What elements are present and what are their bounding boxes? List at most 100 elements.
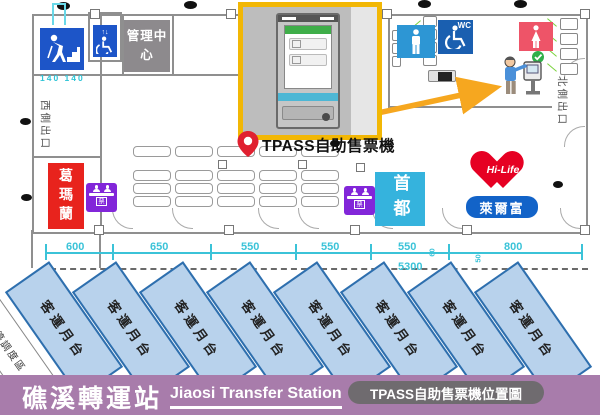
bench (133, 183, 171, 194)
location-pin-icon (237, 131, 259, 157)
urinal-fixture (392, 56, 401, 67)
stairs-icon (47, 34, 80, 62)
wall (31, 230, 33, 268)
hilife-zh-label: 萊爾富 (479, 200, 525, 216)
wall (172, 14, 174, 74)
kamalan-label: 葛瑪蘭 (58, 167, 74, 225)
kiosk-option-2 (289, 54, 327, 66)
bench (217, 196, 255, 207)
elevator-shaft (88, 12, 122, 62)
male-icon (412, 28, 420, 54)
bench (175, 196, 213, 207)
accessible-wc-sign: WC (438, 20, 473, 54)
bench (133, 170, 171, 181)
kiosk-screen (284, 25, 332, 89)
kamalan-bus-counter: 葛瑪蘭 (48, 163, 84, 229)
door-marker (21, 194, 32, 201)
capital-label: 首都 (390, 174, 410, 224)
column-marker (226, 9, 236, 19)
parking-label: 臨停調度區 (0, 318, 28, 375)
column-marker (580, 9, 590, 19)
station-title-zh: 礁溪轉運站 (22, 385, 163, 413)
ticket-counter-icon: 票 (86, 183, 117, 212)
kiosk-teal-band (278, 93, 338, 101)
womens-restroom-sign (519, 22, 553, 51)
bench (217, 170, 255, 181)
toilet-fixture (560, 48, 578, 60)
mens-restroom-sign (397, 25, 435, 58)
dim-label: 550 (398, 241, 417, 253)
ticket-machine-photo (238, 2, 382, 140)
door-marker (184, 1, 197, 9)
bench (301, 170, 339, 181)
toilet-fixture (560, 33, 578, 45)
bench (259, 196, 297, 207)
counter-bar (347, 196, 372, 199)
dim-tick (370, 244, 372, 260)
station-title-en: Jiaosi Transfer Station (170, 385, 342, 409)
kiosk-option-1 (289, 38, 327, 50)
bench (217, 146, 255, 157)
column-marker (298, 160, 307, 169)
bench (259, 183, 297, 194)
kiosk-screen-header (285, 26, 331, 34)
dim-label: 550 (241, 241, 260, 253)
door-marker (553, 181, 563, 188)
person-at-kiosk-icon (504, 51, 544, 95)
dim-label-small: 60 (427, 248, 437, 257)
bench (175, 170, 213, 181)
dim-tick (448, 244, 450, 260)
bench (217, 183, 255, 194)
wall (99, 230, 101, 268)
stairs-sign (40, 28, 84, 70)
bench (133, 196, 171, 207)
kiosk-lights (278, 15, 338, 22)
column-marker (90, 9, 100, 19)
dim-tick (295, 244, 297, 260)
wall (122, 14, 124, 74)
dim-tick (112, 244, 114, 260)
bench (301, 183, 339, 194)
photo-wall-panel (351, 7, 377, 135)
bench (259, 170, 297, 181)
hilife-en-label: Hi-Life (486, 164, 520, 176)
dim-label: 800 (504, 241, 523, 253)
elevator-arrows-icon: ↑↓ (101, 28, 109, 36)
door-marker (57, 2, 70, 10)
dim-label-small: 50 (473, 254, 483, 263)
dimension-line (45, 252, 582, 254)
kiosk-tray (282, 106, 334, 120)
wc-label: WC (457, 21, 471, 30)
capital-bus-counter: 首都 (375, 172, 425, 226)
wall (32, 74, 238, 76)
column-marker (356, 163, 365, 172)
management-center-room: 管理中心 (124, 20, 170, 72)
column-marker (350, 225, 360, 235)
pointer-arrow-icon (370, 76, 503, 117)
column-marker (224, 225, 234, 235)
column-marker (580, 225, 590, 235)
west-exit-label: 西側出口 (39, 100, 51, 150)
kiosk-photo (276, 13, 340, 129)
kiosk-scanner (322, 113, 330, 121)
column-marker (218, 160, 227, 169)
hilife-heart-logo: Hi-Life (480, 152, 526, 192)
north-exit-label: 北側出口 (556, 76, 568, 126)
clerks-icon (92, 185, 111, 192)
dim-tick (45, 244, 47, 260)
map-badge: TPASS自助售票機位置圖 (348, 381, 544, 404)
escalator-marker (52, 3, 66, 25)
hilife-store: Hi-Life 萊爾富 (466, 152, 540, 222)
door-marker (330, 140, 340, 147)
bench (259, 146, 297, 157)
toilet-fixture (560, 63, 578, 75)
column-marker (462, 225, 472, 235)
dim-label: 550 (321, 241, 340, 253)
wheelchair-icon (444, 25, 465, 49)
dim-label: 600 (66, 241, 85, 253)
dim-total-label: 5300 (398, 261, 423, 273)
column-marker (382, 9, 392, 19)
clerks-icon (350, 188, 369, 195)
dim-label: 650 (150, 241, 169, 253)
bench (301, 146, 339, 157)
